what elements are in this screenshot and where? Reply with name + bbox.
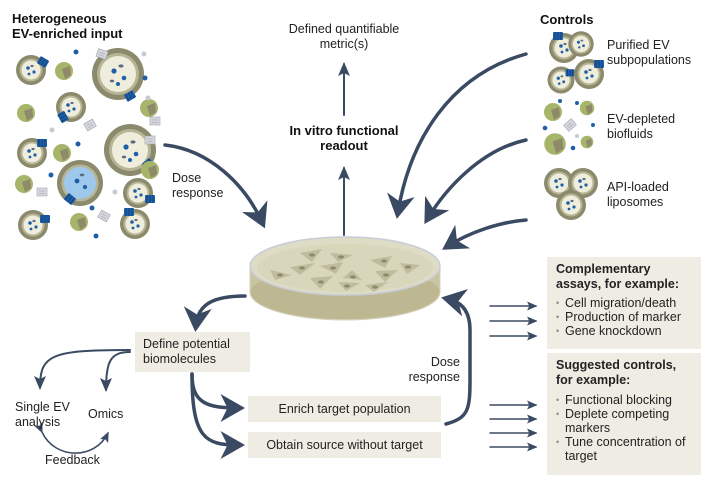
complementary-assay-arrows [489, 301, 538, 341]
heterogeneous-ev-population-illustration [15, 48, 161, 240]
define-biomolecules-box: Define potential biomolecules [135, 332, 250, 372]
petri-dish-with-cells [249, 236, 441, 321]
lipoprotein-particle [97, 209, 111, 223]
suggested-control-arrows [489, 400, 538, 452]
arrow-ev-depleted-to-dish [424, 138, 528, 224]
protein-particle [53, 144, 71, 162]
suggested-item: Deplete competing markers [556, 407, 693, 435]
protein-particle [17, 104, 35, 122]
control-label-line: subpopulations [607, 53, 692, 67]
lipoprotein-particle [149, 116, 161, 126]
input-title: Heterogeneous EV-enriched input [12, 11, 123, 41]
define-line: biomolecules [143, 352, 216, 366]
complementary-item: Cell migration/death [556, 296, 693, 310]
metric-label: Defined quantifiable metric(s) [274, 22, 414, 52]
input-title-line: Heterogeneous [12, 11, 107, 26]
feedback-label: Feedback [45, 453, 100, 467]
dose-response-label-left: Dose response [172, 171, 223, 201]
omics-label: Omics [88, 407, 124, 421]
single-ev-line: analysis [15, 415, 61, 429]
arrow-define-to-enrich [190, 372, 245, 422]
complementary-item: Production of marker [556, 310, 693, 324]
protein-particle [141, 161, 159, 179]
readout-line: readout [320, 138, 368, 153]
lipoprotein-particle [83, 118, 97, 132]
arrow-define-to-obtain [190, 372, 245, 459]
purified-ev-icon [547, 31, 605, 94]
control-label-liposomes: API-loaded liposomes [607, 180, 669, 210]
ev-particle [17, 138, 48, 168]
lipoprotein-particle [36, 187, 48, 197]
ev-particle [56, 92, 86, 124]
dose-response-arrow-right [441, 288, 472, 426]
single-ev-line: Single EV [15, 400, 70, 414]
single-ev-analysis-label: Single EV analysis [15, 400, 70, 430]
readout-line: In vitro functional [289, 123, 399, 138]
arrow-define-to-single-ev [34, 349, 131, 390]
enrich-target-label: Enrich target population [278, 402, 411, 416]
dose-response-line: Dose [430, 355, 460, 369]
arrow-liposome-to-dish [442, 218, 528, 250]
ev-particle [18, 210, 51, 240]
readout-label: In vitro functional readout [274, 123, 414, 153]
define-line: Define potential [143, 337, 230, 351]
suggested-title-line: for example: [556, 373, 631, 387]
control-label-line: API-loaded [607, 180, 669, 194]
metric-line: metric(s) [319, 37, 369, 51]
complementary-title: Complementary assays, for example: [556, 262, 693, 292]
suggested-item: Tune concentration of target [556, 435, 693, 463]
ev-particle [92, 48, 144, 103]
arrow-purified-ev-to-dish [387, 52, 528, 219]
arrow-define-to-omics [100, 351, 131, 392]
protein-particle [70, 213, 88, 231]
dose-response-arrow-left [163, 143, 268, 229]
ev-particle [16, 55, 50, 85]
ev-depleted-biofluid-icon [542, 99, 595, 155]
complementary-title-line: Complementary [556, 262, 651, 276]
complementary-list: Cell migration/death Production of marke… [556, 296, 693, 338]
protein-particle [140, 99, 158, 117]
liposome-icon [544, 168, 598, 220]
controls-title: Controls [540, 12, 594, 27]
metric-line: Defined quantifiable [288, 22, 400, 36]
protein-particle [55, 62, 73, 80]
dose-response-line: response [408, 370, 460, 384]
ev-particle [57, 160, 103, 206]
suggested-controls-box: Suggested controls, for example: Functio… [547, 353, 701, 475]
control-label-line: liposomes [607, 195, 664, 209]
control-label-line: EV-depleted [607, 112, 676, 126]
control-label-line: biofluids [607, 127, 653, 141]
control-label-ev-depleted: EV-depleted biofluids [607, 112, 675, 142]
ev-particle [120, 207, 150, 239]
suggested-item: Functional blocking [556, 393, 693, 407]
control-label-purified-ev: Purified EV subpopulations [607, 38, 691, 68]
dose-response-line: Dose [172, 171, 202, 185]
complementary-title-line: assays, for example: [556, 277, 679, 291]
protein-particle [15, 175, 33, 193]
dose-response-line: response [172, 186, 224, 200]
arrow-dish-to-define [183, 294, 247, 332]
input-title-line: EV-enriched input [12, 26, 123, 41]
enrich-target-box: Enrich target population [248, 396, 441, 422]
suggested-list: Functional blocking Deplete competing ma… [556, 393, 693, 463]
obtain-source-label: Obtain source without target [266, 438, 423, 452]
suggested-title-line: Suggested controls, [556, 358, 677, 372]
control-label-line: Purified EV [607, 38, 670, 52]
complementary-item: Gene knockdown [556, 324, 693, 338]
obtain-source-box: Obtain source without target [248, 432, 441, 458]
ev-particle [123, 178, 156, 208]
feedback-arrow [34, 421, 109, 454]
suggested-title: Suggested controls, for example: [556, 358, 693, 388]
dose-response-label-right: Dose response [400, 355, 460, 385]
complementary-assays-box: Complementary assays, for example: Cell … [547, 257, 701, 349]
